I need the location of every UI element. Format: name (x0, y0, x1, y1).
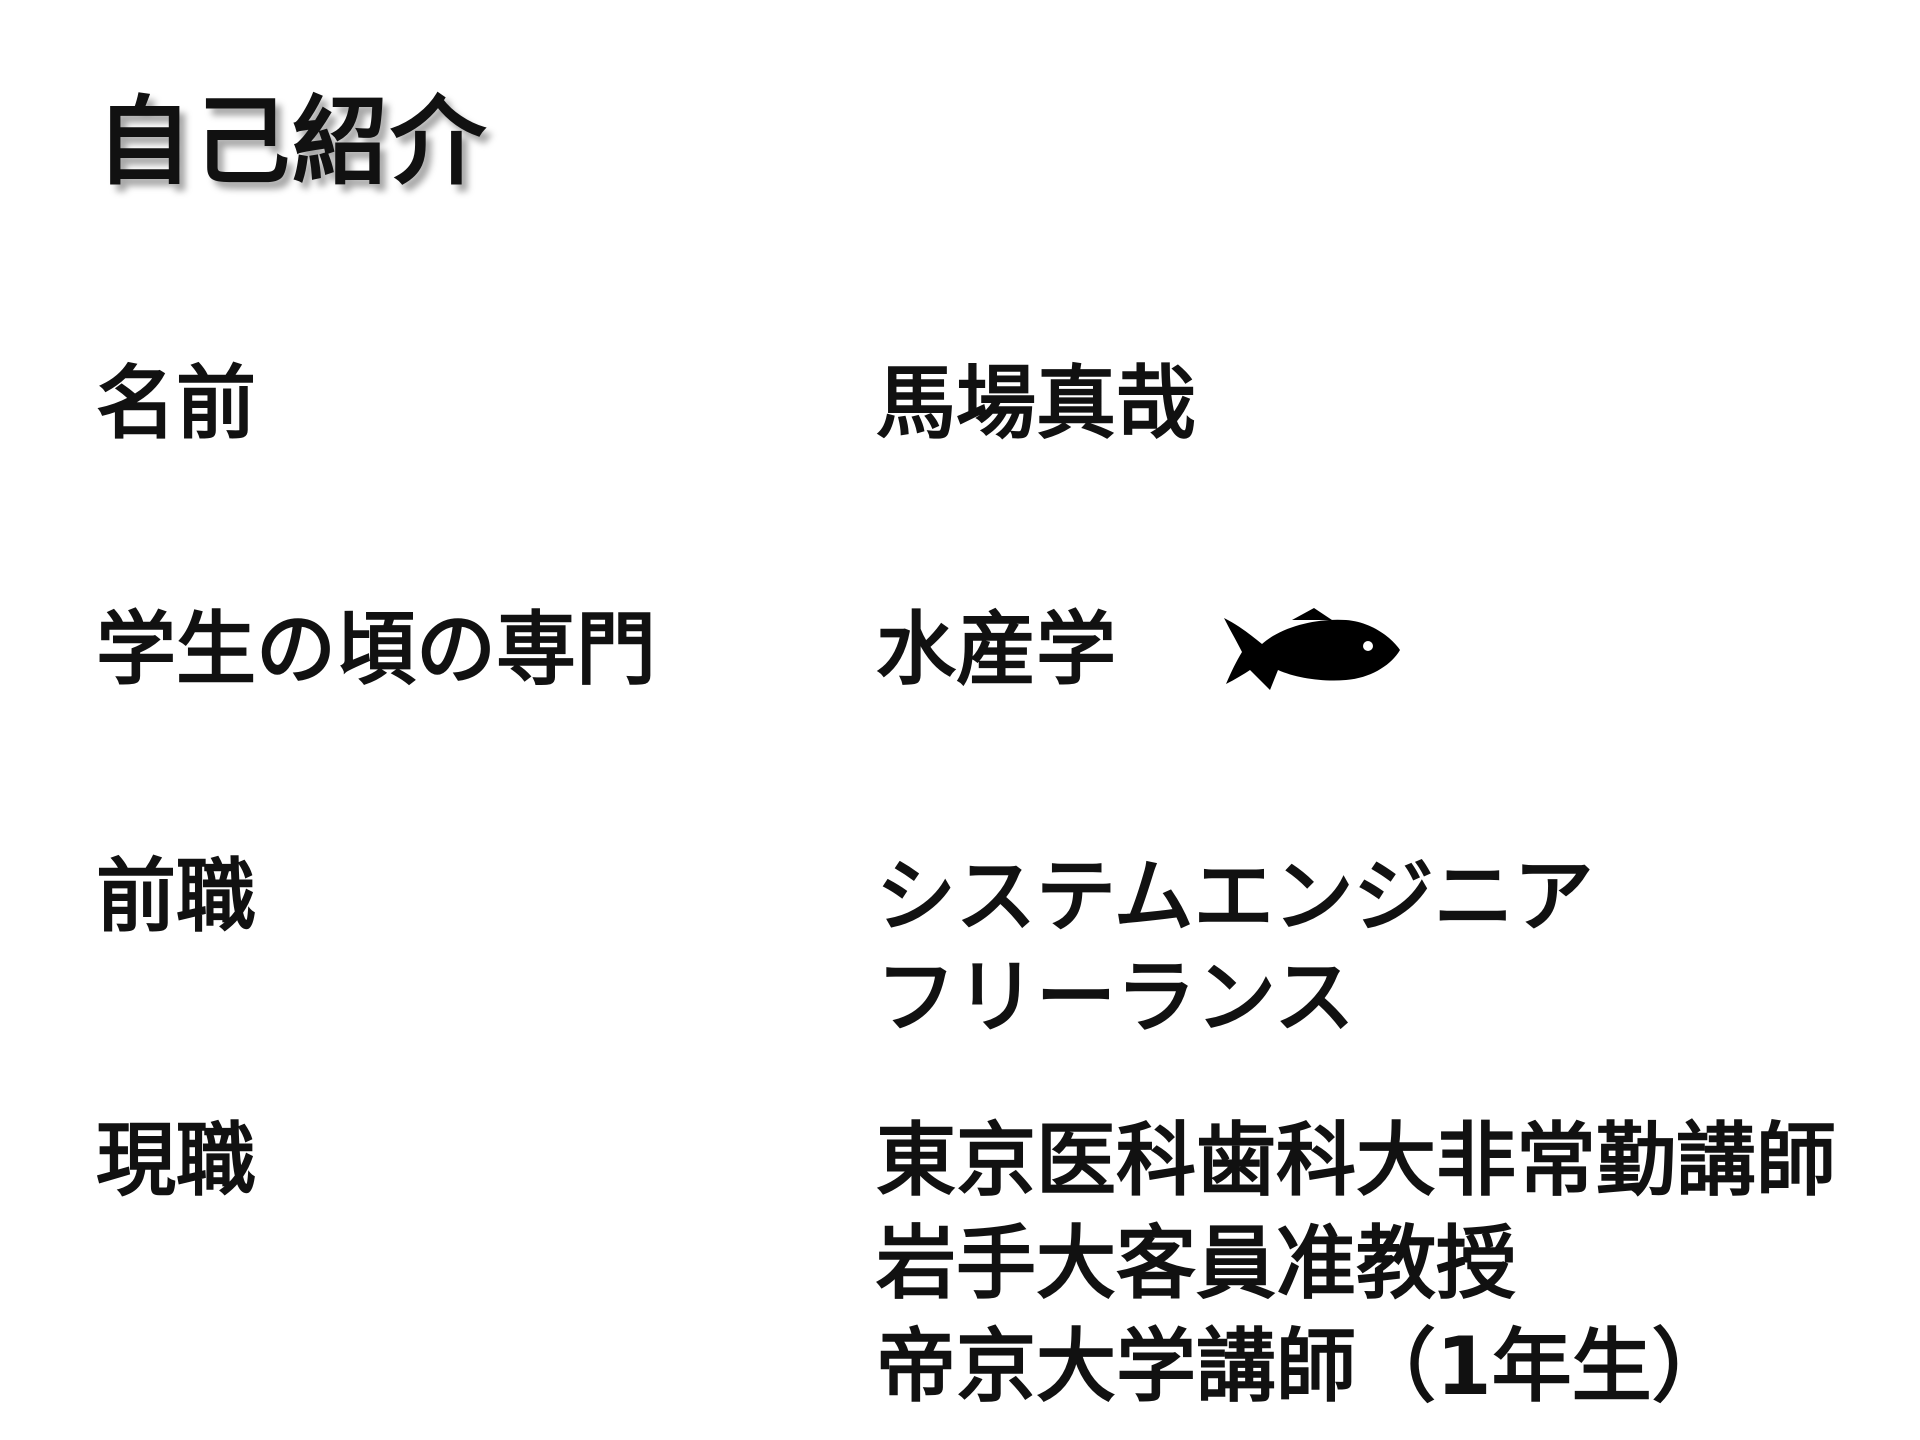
fish-icon (1224, 608, 1400, 690)
row-label-major: 学生の頃の専門 (96, 603, 656, 696)
row-label-previous-job: 前職 (96, 850, 256, 943)
row-label-current-job: 現職 (96, 1114, 256, 1207)
row-value-current-job-3: 帝京大学講師（1年生） (876, 1320, 1732, 1413)
row-value-current-job-2: 岩手大客員准教授 (876, 1217, 1516, 1310)
row-value-previous-job-1: システムエンジニア (876, 850, 1594, 943)
row-label-name: 名前 (96, 357, 256, 450)
row-value-previous-job-2: フリーランス (876, 951, 1355, 1044)
row-value-major: 水産学 (876, 603, 1116, 696)
slide-title: 自己紹介 (96, 86, 488, 198)
row-value-current-job-1: 東京医科歯科大非常勤講師 (876, 1114, 1836, 1207)
row-value-name: 馬場真哉 (876, 357, 1196, 450)
